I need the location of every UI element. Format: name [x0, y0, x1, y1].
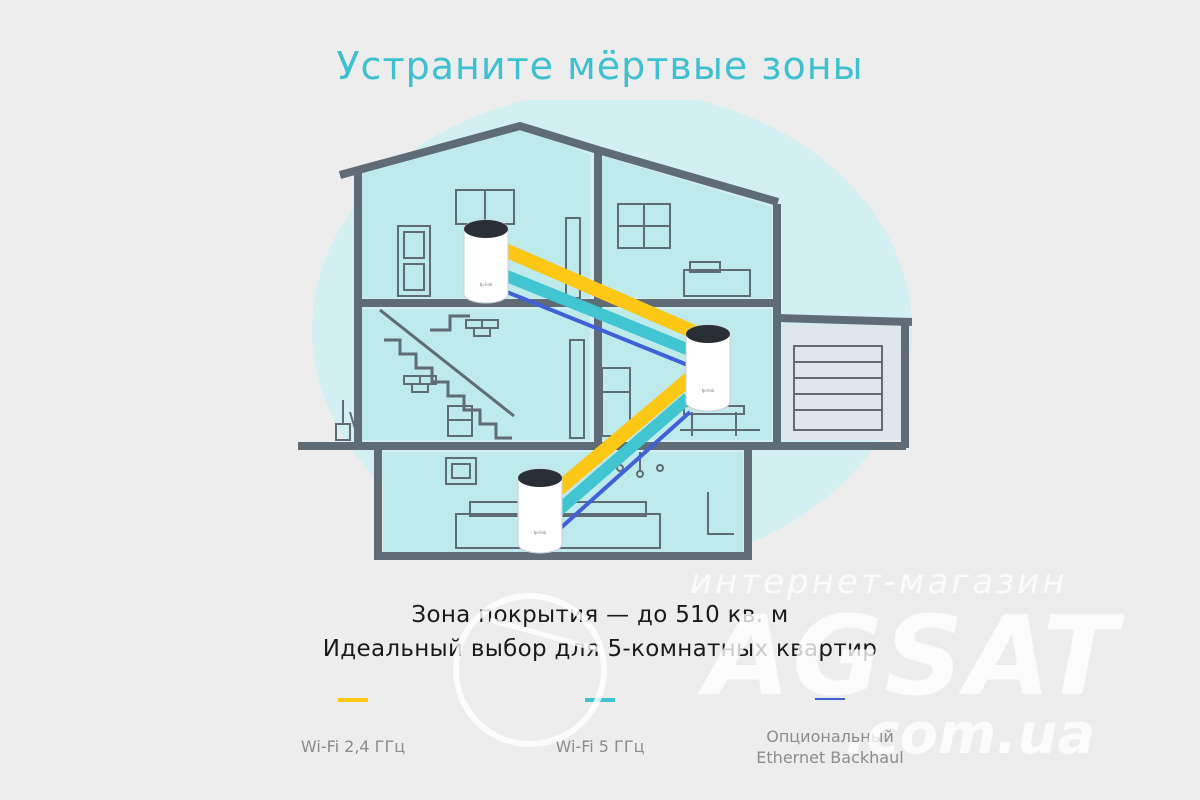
room-fills [362, 127, 906, 552]
legend-swatch-yellow [338, 698, 368, 702]
watermark-domain: .com.ua [845, 702, 1096, 767]
mesh-unit-logo: tp-link [480, 282, 493, 287]
legend-label-line2: Ethernet Backhaul [756, 748, 904, 767]
mesh-unit-3: tp-link [517, 468, 563, 554]
legend-label: Wi-Fi 2,4 ГГц [300, 737, 406, 756]
watermark-brand: AGSAT [705, 592, 1120, 720]
legend-swatch-blue [815, 698, 845, 700]
mesh-unit-logo: tp-link [702, 388, 715, 393]
house-illustration: tp-link tp-link tp-link [298, 100, 913, 560]
plant-stand [335, 400, 357, 441]
legend-wifi-24: Wi-Fi 2,4 ГГц [233, 690, 473, 757]
brick-marks [403, 319, 499, 393]
garage-door [793, 345, 883, 431]
watermark-logo-icon [453, 593, 607, 747]
legend-label: Wi-Fi 5 ГГц [555, 737, 645, 756]
mesh-unit-2: tp-link [685, 324, 731, 412]
staircase [379, 308, 515, 440]
mesh-unit-1: tp-link [463, 219, 509, 304]
legend-ethernet-backhaul: Опциональный Ethernet Backhaul [710, 690, 950, 768]
page-title: Устраните мёртвые зоны [336, 44, 864, 88]
watermark-top-text: интернет-магазин [690, 562, 1068, 602]
signal-links [494, 240, 711, 536]
legend-label-line1: Опциональный [766, 727, 894, 746]
mesh-unit-logo: tp-link [534, 530, 547, 535]
